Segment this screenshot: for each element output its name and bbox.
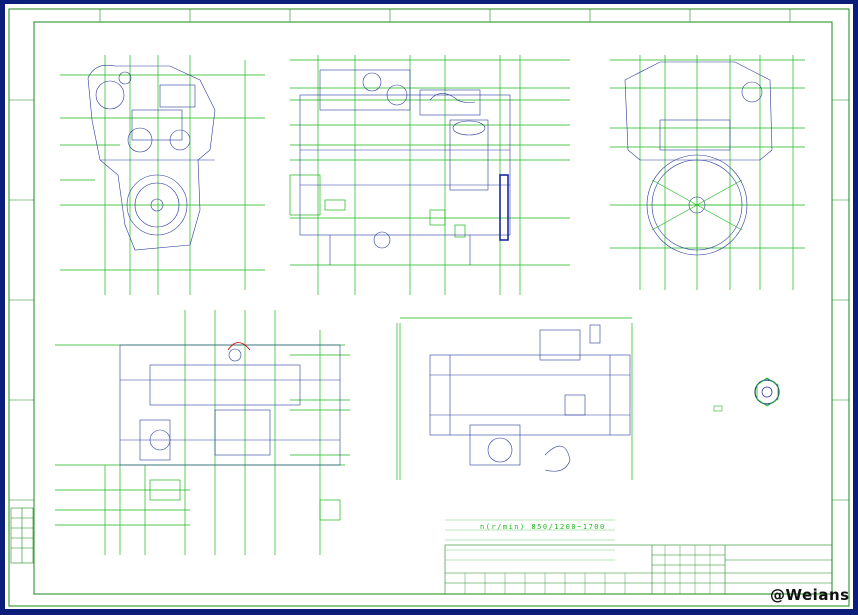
outer-border [8,8,850,607]
spec-text-block [445,519,615,561]
left-view [55,310,350,555]
drawing-sheet [5,4,853,609]
title-block [444,544,833,595]
revision-table [10,507,34,564]
rear-view [610,55,805,290]
inner-border [33,21,833,595]
engine-speed-spec: n(r/min) 850/1200~1700 [480,523,606,531]
side-view [289,55,570,295]
flange-detail [713,377,780,412]
zone-ticks-left [9,99,34,501]
plan-view [396,317,633,480]
front-view [60,55,265,295]
zone-ticks-right [832,99,849,501]
zone-ticks-top [99,9,791,22]
watermark: @Weians [770,586,850,604]
